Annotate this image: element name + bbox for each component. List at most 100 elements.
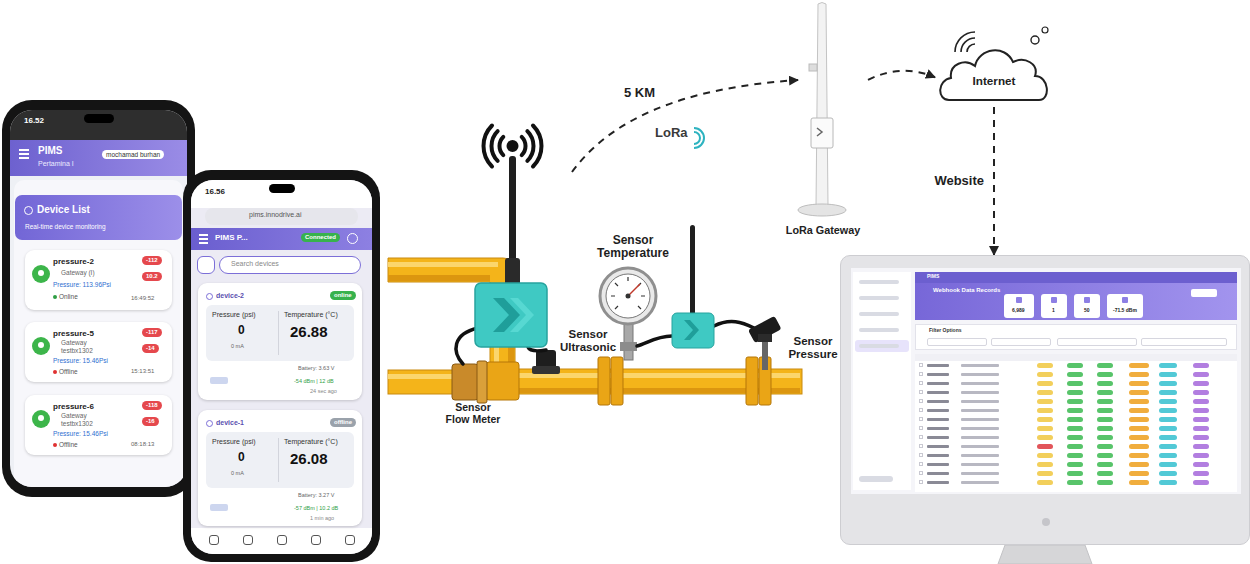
row-time bbox=[961, 436, 999, 439]
top-bar bbox=[915, 272, 1237, 283]
pipeline bbox=[611, 357, 623, 405]
time-stamp: 16:49:52 bbox=[131, 295, 154, 302]
user-chip bbox=[859, 476, 893, 482]
row-name bbox=[927, 409, 949, 412]
gateway-antenna bbox=[809, 64, 817, 71]
rssi-badge: -118 bbox=[142, 401, 162, 410]
power-dot bbox=[1042, 518, 1050, 526]
status-pill bbox=[1159, 372, 1177, 377]
status-pill bbox=[1193, 471, 1209, 476]
row-check bbox=[919, 408, 923, 412]
snr-badge: -14 bbox=[142, 344, 159, 353]
status-pill bbox=[1193, 408, 1209, 413]
status-pill bbox=[1067, 408, 1083, 413]
refresh-button bbox=[1191, 289, 1217, 297]
url-text: pims.innodrive.ai bbox=[249, 211, 302, 219]
gateway-name: Gateway bbox=[61, 339, 87, 346]
row-check bbox=[919, 390, 923, 394]
signal-text: -57 dBm | 10.2 dB bbox=[294, 505, 338, 511]
status-pill bbox=[1067, 444, 1083, 449]
row-time bbox=[961, 454, 999, 457]
pressure-value: Pressure: 113.96Psi bbox=[53, 281, 111, 288]
status-pill bbox=[1129, 444, 1149, 449]
user-name: mochamad burhan bbox=[102, 150, 164, 159]
lora-node bbox=[475, 283, 547, 347]
row-name bbox=[927, 463, 949, 466]
row-time bbox=[961, 427, 999, 430]
status-pill bbox=[1129, 462, 1149, 467]
status-time: 16.56 bbox=[205, 187, 225, 196]
row-check bbox=[919, 444, 923, 448]
status-pill bbox=[1159, 444, 1177, 449]
row-name bbox=[927, 373, 949, 376]
page-title: Webhook Data Records bbox=[933, 287, 1000, 294]
edge-label: Website bbox=[932, 173, 986, 190]
status-pill bbox=[1037, 408, 1053, 413]
filter-input bbox=[991, 338, 1051, 346]
row-name bbox=[927, 472, 949, 475]
stat-icon bbox=[1016, 297, 1022, 303]
device-name: pressure-2 bbox=[53, 257, 94, 266]
sidebar bbox=[853, 272, 911, 490]
pressure-sensor bbox=[758, 334, 772, 342]
device-card: device-1offlinePressure (psi)00 mATemper… bbox=[198, 410, 362, 526]
row-time bbox=[961, 400, 999, 403]
device-icon bbox=[24, 206, 33, 215]
status-text: Offline bbox=[59, 368, 78, 375]
nav-item bbox=[859, 280, 899, 284]
cloud-outline bbox=[935, 22, 1053, 107]
status-pill bbox=[1159, 426, 1177, 431]
stat-icon bbox=[1051, 297, 1057, 303]
gateway-id: testbx1302 bbox=[61, 347, 93, 354]
temperature-value: 26.08 bbox=[290, 450, 328, 467]
status-pill bbox=[1159, 408, 1177, 413]
sensor-label: Sensor Ultrasonic bbox=[556, 328, 620, 353]
status-pill bbox=[1159, 381, 1177, 386]
filter-input bbox=[927, 338, 987, 346]
menu-icon bbox=[199, 238, 208, 240]
row-check bbox=[919, 372, 923, 376]
device-name: pressure-6 bbox=[53, 402, 94, 411]
status-pill bbox=[1067, 426, 1083, 431]
pressure-sensor bbox=[762, 338, 768, 370]
status-pill bbox=[1159, 390, 1177, 395]
status-pill bbox=[1129, 399, 1149, 404]
status-pill bbox=[1193, 417, 1209, 422]
status-badge: offline bbox=[330, 418, 356, 427]
status-pill bbox=[1037, 435, 1053, 440]
lora-waves bbox=[694, 132, 700, 144]
stat-icon bbox=[1084, 297, 1090, 303]
status-pill bbox=[1129, 417, 1149, 422]
row-time bbox=[961, 445, 999, 448]
signal-icon bbox=[484, 126, 492, 167]
sensor-cables bbox=[637, 336, 672, 346]
row-name bbox=[927, 436, 949, 439]
pressure-value: 0 bbox=[238, 324, 245, 338]
lora-waves bbox=[694, 128, 704, 148]
status-pill bbox=[1129, 471, 1149, 476]
menu-icon bbox=[19, 157, 29, 159]
menu-icon bbox=[199, 234, 208, 236]
pin-dot bbox=[38, 342, 44, 348]
status-pill bbox=[1129, 372, 1149, 377]
status-pill bbox=[1037, 453, 1053, 458]
status-pill bbox=[1067, 462, 1083, 467]
status-pill bbox=[1129, 408, 1149, 413]
row-name bbox=[927, 427, 949, 430]
lora-node-small bbox=[672, 313, 714, 348]
status-pill bbox=[1097, 462, 1113, 467]
stat-value: 1 bbox=[1052, 308, 1055, 314]
pipeline bbox=[746, 357, 758, 405]
status-pill bbox=[1193, 444, 1209, 449]
pipeline bbox=[452, 364, 478, 400]
pipeline bbox=[477, 361, 487, 403]
status-pill bbox=[1129, 453, 1149, 458]
pipeline bbox=[388, 258, 802, 405]
signal-icon bbox=[499, 137, 503, 155]
temperature-gauge bbox=[628, 284, 640, 296]
status-pill bbox=[1193, 363, 1209, 368]
signal-icon bbox=[507, 140, 519, 152]
column-divider bbox=[278, 311, 279, 355]
status-pill bbox=[1097, 363, 1113, 368]
nav-item bbox=[859, 296, 899, 300]
